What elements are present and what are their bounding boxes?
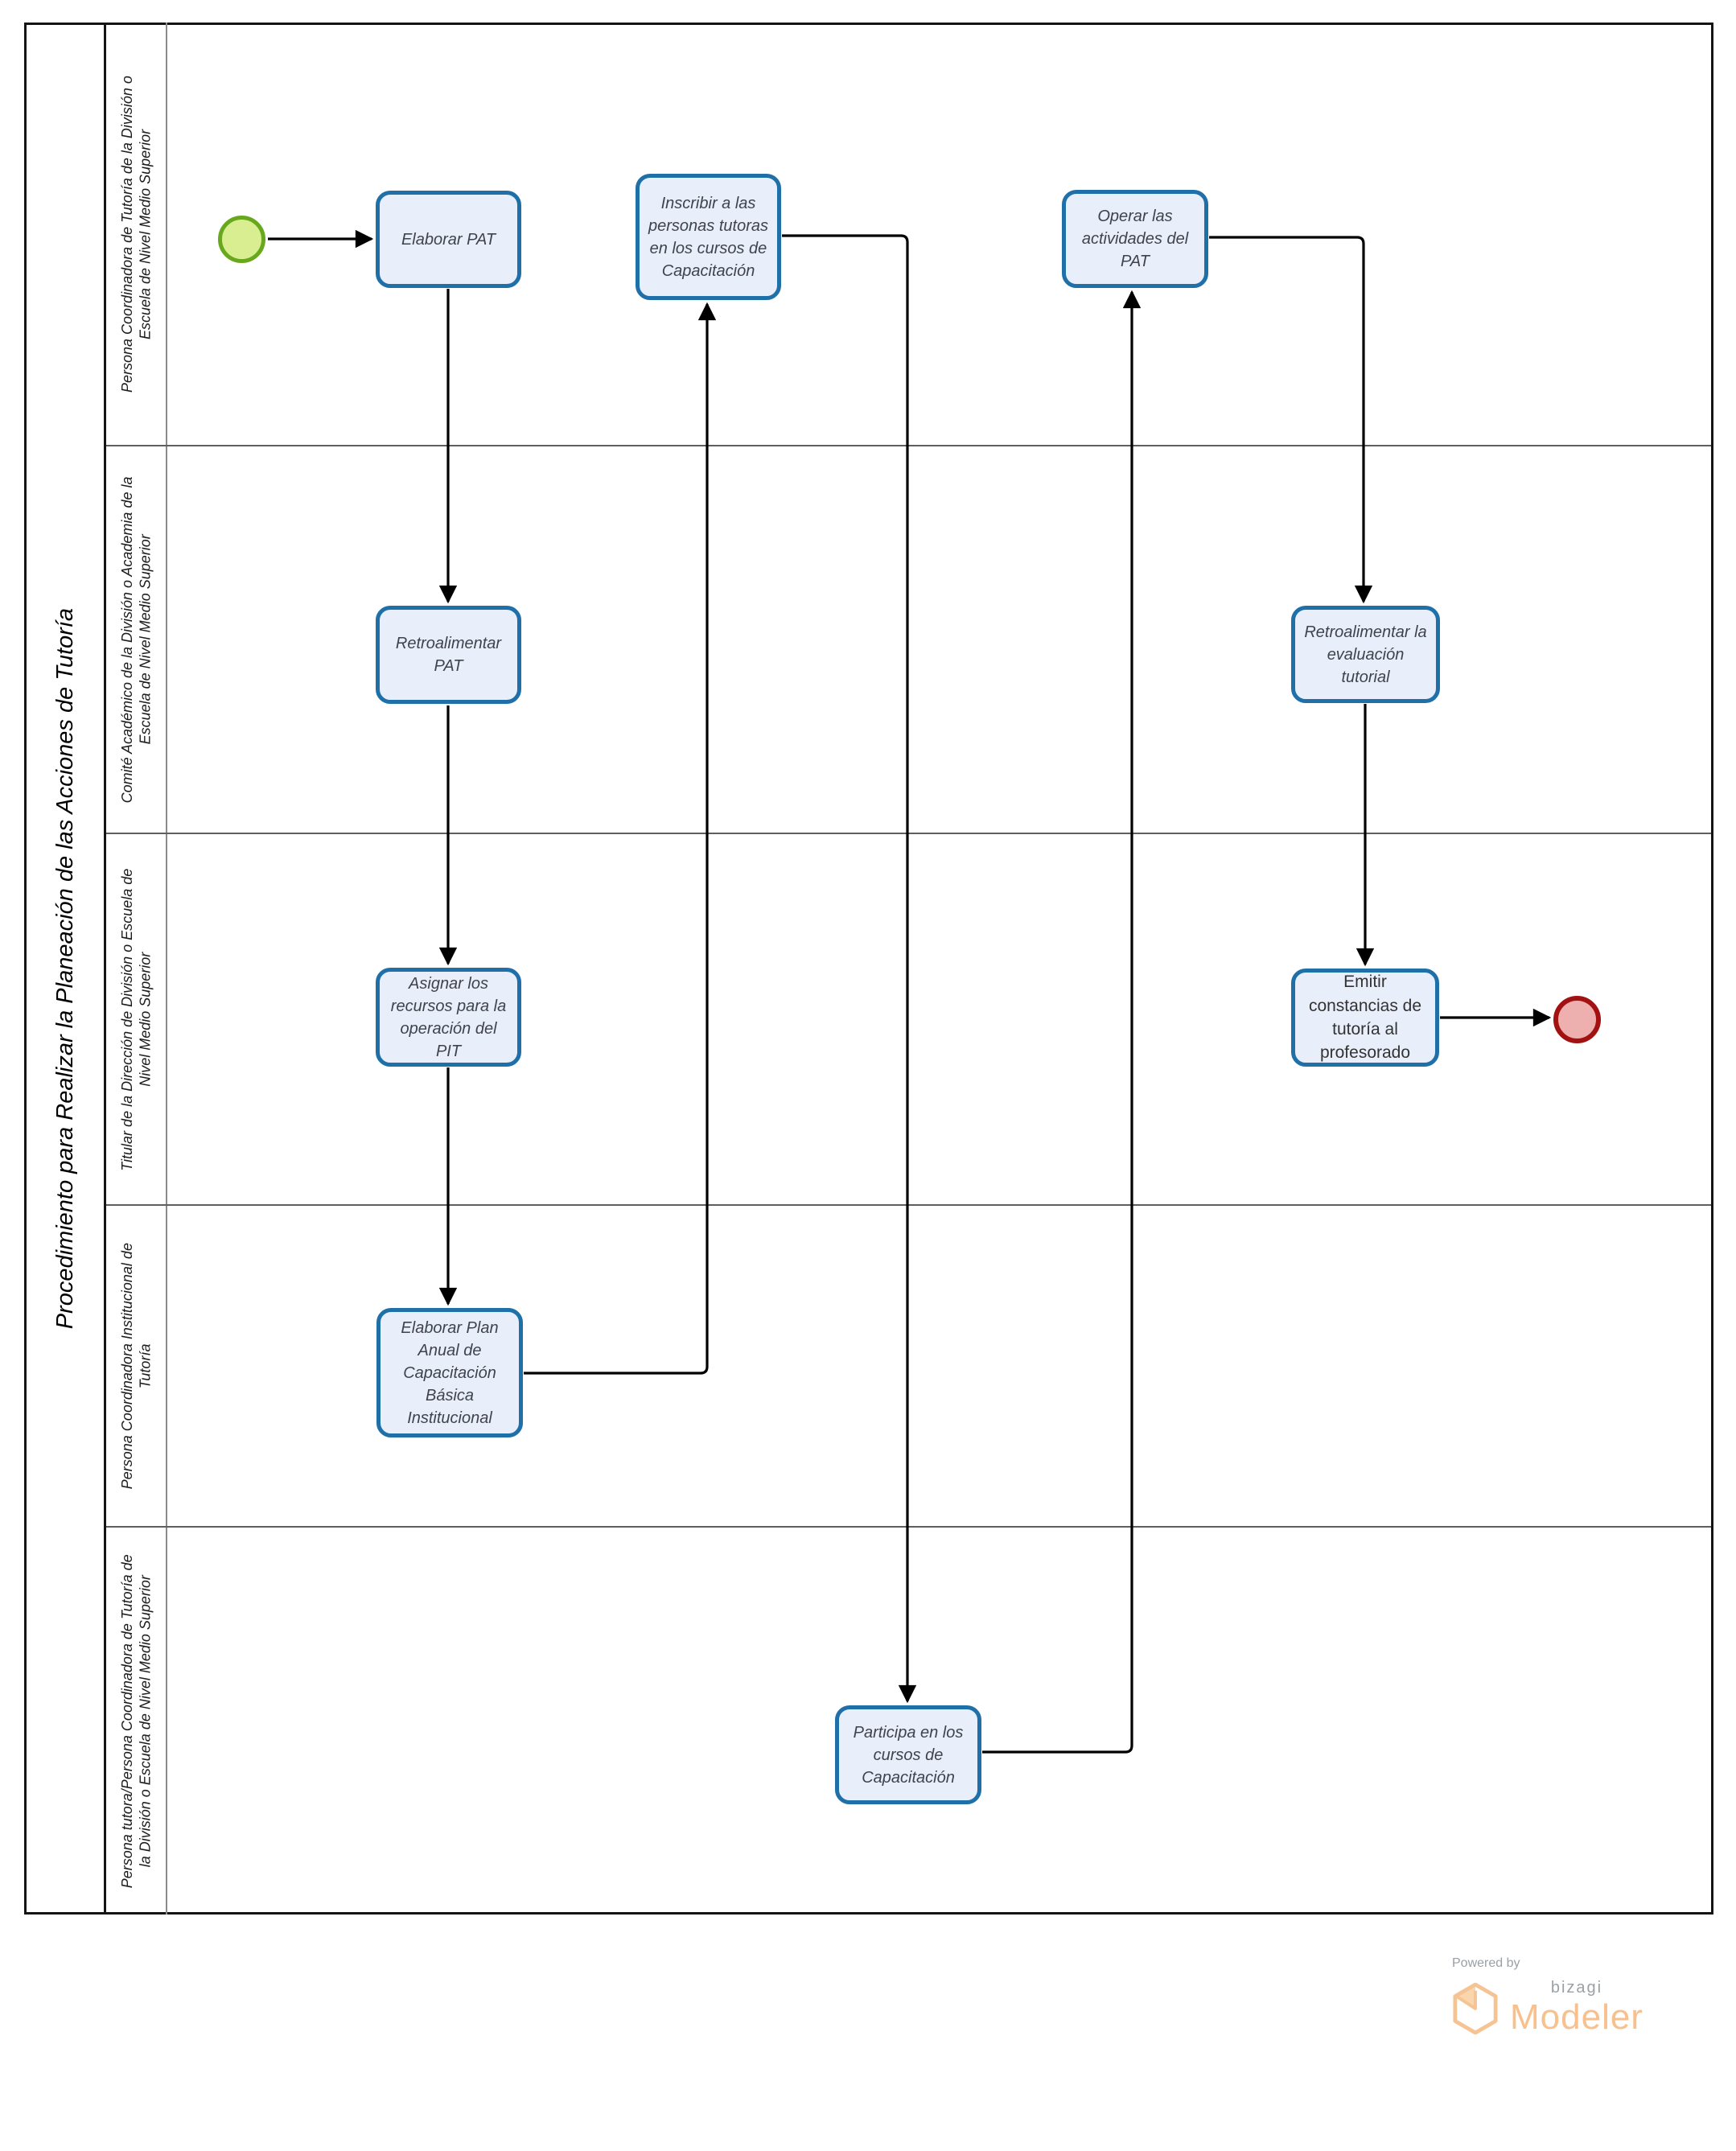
- lane-1-label-text: Persona Coordinadora de Tutoría de la Di…: [118, 75, 154, 393]
- task-elaborar-plan-label: Elaborar Plan Anual de Capacitación Bási…: [401, 1318, 499, 1427]
- bizagi-logo-icon: [1453, 1982, 1498, 2034]
- pool-title-text: Procedimiento para Realizar la Planeació…: [51, 607, 78, 1330]
- lane-3-label: Titular de la Dirección de División o Es…: [106, 834, 167, 1204]
- pool-title: Procedimiento para Realizar la Planeació…: [24, 23, 106, 1915]
- task-emitir-constancias[interactable]: Emitir constancias de tutoría al profeso…: [1291, 969, 1439, 1067]
- task-operar-actividades-pat[interactable]: Operar las actividades del PAT: [1062, 190, 1208, 288]
- lane-1: Persona Coordinadora de Tutoría de la Di…: [106, 23, 1711, 445]
- task-retro-pat-label: Retroalimentar PAT: [395, 635, 502, 675]
- task-participa-label: Participa en los cursos de Capacitación: [853, 1723, 964, 1787]
- powered-by-text: Powered by: [1452, 1956, 1520, 1970]
- lane-2-label: Comité Académico de la División o Academ…: [106, 446, 167, 833]
- bizagi-brand-text: bizagi: [1550, 1979, 1603, 1997]
- task-operar-label: Operar las actividades del PAT: [1081, 208, 1189, 270]
- lane-3: Titular de la Dirección de División o Es…: [106, 833, 1711, 1204]
- task-elaborar-pat[interactable]: Elaborar PAT: [376, 191, 521, 288]
- task-asignar-recursos[interactable]: Asignar los recursos para la operación d…: [376, 968, 521, 1067]
- task-elaborar-pat-label: Elaborar PAT: [401, 230, 496, 249]
- task-participa-cursos[interactable]: Participa en los cursos de Capacitación: [835, 1705, 981, 1804]
- end-event[interactable]: [1553, 996, 1601, 1043]
- lane-2: Comité Académico de la División o Academ…: [106, 445, 1711, 833]
- lane-2-label-text: Comité Académico de la División o Academ…: [118, 476, 154, 803]
- task-asignar-label: Asignar los recursos para la operación d…: [390, 974, 507, 1060]
- task-retroalimentar-evaluacion[interactable]: Retroalimentar la evaluación tutorial: [1291, 606, 1440, 703]
- task-inscribir-label: Inscribir a las personas tutoras en los …: [648, 194, 768, 280]
- lane-5-label-text: Persona tutora/Persona Coordinadora de T…: [118, 1554, 154, 1888]
- task-retroalimentar-pat[interactable]: Retroalimentar PAT: [376, 606, 521, 704]
- lane-1-label: Persona Coordinadora de Tutoría de la Di…: [106, 23, 167, 445]
- task-emitir-label: Emitir constancias de tutoría al profeso…: [1308, 973, 1422, 1063]
- task-inscribir-personas-tutoras[interactable]: Inscribir a las personas tutoras en los …: [636, 174, 781, 300]
- lane-5-label: Persona tutora/Persona Coordinadora de T…: [106, 1528, 167, 1915]
- lane-4-label: Persona Coordinadora Institucional de Tu…: [106, 1206, 167, 1526]
- lane-4: Persona Coordinadora Institucional de Tu…: [106, 1204, 1711, 1526]
- bizagi-footer: Powered by bizagi Modeler: [1452, 1956, 1643, 2038]
- lane-3-label-text: Titular de la Dirección de División o Es…: [118, 867, 154, 1171]
- task-retro-eval-label: Retroalimentar la evaluación tutorial: [1304, 623, 1427, 686]
- modeler-product-text: Modeler: [1510, 1997, 1643, 2037]
- lane-4-label-text: Persona Coordinadora Institucional de Tu…: [118, 1242, 154, 1490]
- task-elaborar-plan-anual[interactable]: Elaborar Plan Anual de Capacitación Bási…: [376, 1308, 523, 1437]
- start-event[interactable]: [218, 216, 265, 263]
